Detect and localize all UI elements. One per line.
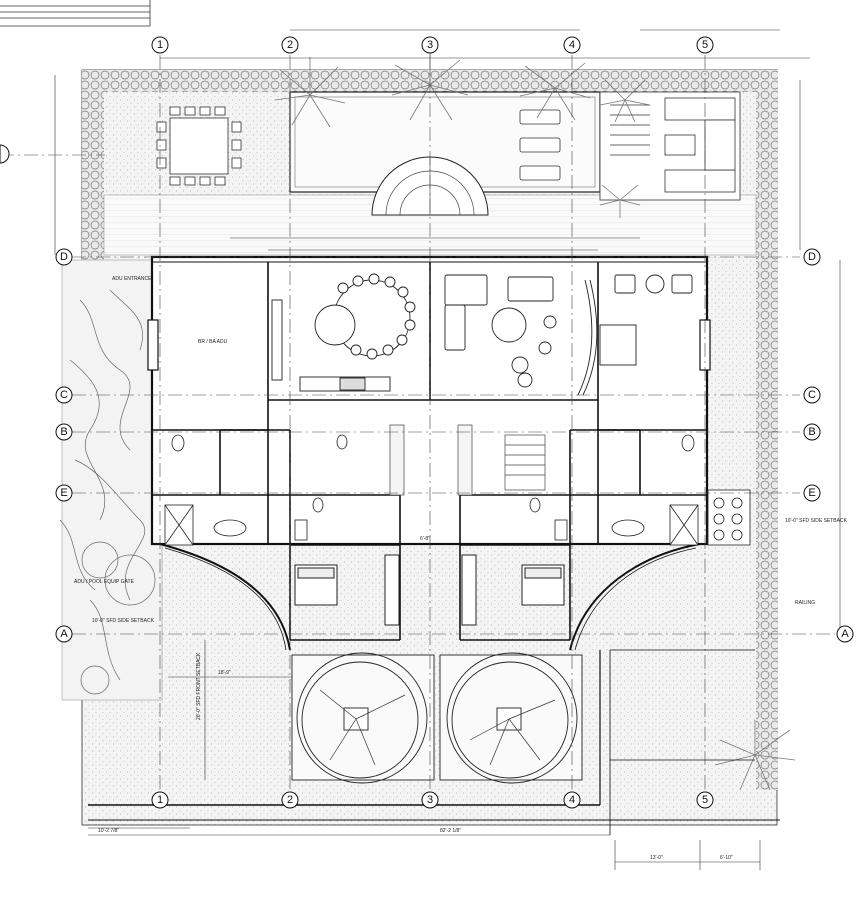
svg-text:3: 3	[427, 794, 433, 806]
grid-row-B-right: B	[803, 423, 821, 441]
svg-text:4: 4	[569, 794, 575, 806]
grid-column-1-top: 1	[151, 36, 169, 54]
dim-bottom-center: 82'-2 1/8"	[440, 828, 461, 834]
svg-text:C: C	[808, 389, 816, 401]
grid-row-E-left: E	[55, 484, 73, 502]
grid-row-C-right: C	[803, 386, 821, 404]
label-side-setback-right: 10'-0" SFD SIDE SETBACK	[785, 518, 848, 524]
svg-text:B: B	[60, 426, 67, 438]
dim-center-gap: 6'-8"	[420, 536, 430, 542]
grid-column-5-top: 5	[696, 36, 714, 54]
tree-roots-left	[59, 289, 156, 695]
title-block-lines	[0, 0, 151, 27]
pool-equipment	[707, 489, 751, 546]
grid-row-E-right: E	[803, 484, 821, 502]
grid-lines	[0, 55, 835, 790]
label-railing: RAILING	[795, 600, 815, 606]
grid-bubbles-right: D C B E A	[803, 248, 854, 643]
palm-trees	[274, 50, 796, 791]
tree-planters	[291, 652, 583, 784]
dim-bottom-left: 10'-2 7/8"	[98, 828, 119, 834]
grid-row-D-left: D	[55, 248, 73, 266]
outdoor-lounge	[599, 91, 741, 201]
grid-column-2-top: 2	[281, 36, 299, 54]
svg-text:B: B	[808, 426, 815, 438]
grid-column-4-top: 4	[563, 36, 581, 54]
label-adu-room: BR / BA ADU	[198, 339, 228, 345]
svg-text:D: D	[808, 251, 816, 263]
front-boundary	[88, 649, 780, 835]
living-furniture	[444, 274, 598, 396]
grid-column-3-bottom: 3	[421, 791, 439, 809]
svg-text:5: 5	[702, 39, 708, 51]
grid-column-2-bottom: 2	[281, 791, 299, 809]
label-side-setback-left: 10'-0" SFD SIDE SETBACK	[92, 618, 155, 624]
grid-column-5-bottom: 5	[696, 791, 714, 809]
grid-row-B-left: B	[55, 423, 73, 441]
landscape-area-left	[61, 259, 163, 701]
grid-row-A-left: A	[55, 625, 73, 643]
stair-cores	[389, 424, 546, 496]
svg-text:4: 4	[569, 39, 575, 51]
svg-text:C: C	[60, 389, 68, 401]
dim-front-gap: 18'-9"	[218, 670, 231, 676]
kitchen-counter	[271, 299, 391, 392]
lounge-chairs	[519, 109, 561, 181]
grid-row-D-right: D	[803, 248, 821, 266]
grid-column-4-bottom: 4	[563, 791, 581, 809]
outdoor-dining-table	[156, 106, 242, 186]
curved-walls	[159, 543, 701, 651]
dining-round-table	[314, 273, 416, 360]
dim-bottom-right-b: 6'-10"	[720, 855, 733, 861]
grid-row-C-left: C	[55, 386, 73, 404]
grid-bubbles-top: 1 2 3 4 5	[151, 36, 714, 54]
label-adu-entrance: ADU ENTRANCE	[112, 276, 152, 282]
grid-row-A-right: A	[836, 625, 854, 643]
beds	[294, 554, 565, 626]
label-front-setback: 20'-0" SFD FRONT SETBACK	[196, 652, 202, 720]
annotations: ADU ENTRANCE BR / BA ADU ADU / POOL EQUI…	[74, 276, 848, 861]
section-marker	[0, 144, 10, 164]
svg-text:A: A	[841, 628, 849, 640]
svg-text:3: 3	[427, 39, 433, 51]
interior-walls	[152, 262, 707, 641]
grid-bubbles-left: D C B E A	[55, 248, 73, 643]
bedroom-right-furniture	[599, 274, 693, 366]
svg-text:2: 2	[287, 39, 293, 51]
grid-column-3-top: 3	[421, 36, 439, 54]
svg-text:A: A	[60, 628, 68, 640]
dimension-lines	[54, 29, 841, 870]
svg-text:D: D	[60, 251, 68, 263]
dim-bottom-right-a: 13'-0"	[650, 855, 663, 861]
svg-text:E: E	[60, 487, 67, 499]
svg-text:2: 2	[287, 794, 293, 806]
grid-bubbles-bottom: 1 2 3 4 5	[151, 791, 714, 809]
svg-text:1: 1	[157, 39, 163, 51]
grid-column-1-bottom: 1	[151, 791, 169, 809]
label-adu-pool-gate: ADU / POOL EQUIP GATE	[74, 579, 135, 585]
svg-text:5: 5	[702, 794, 708, 806]
svg-text:E: E	[808, 487, 815, 499]
svg-text:1: 1	[157, 794, 163, 806]
bathroom-fixtures	[164, 434, 699, 546]
